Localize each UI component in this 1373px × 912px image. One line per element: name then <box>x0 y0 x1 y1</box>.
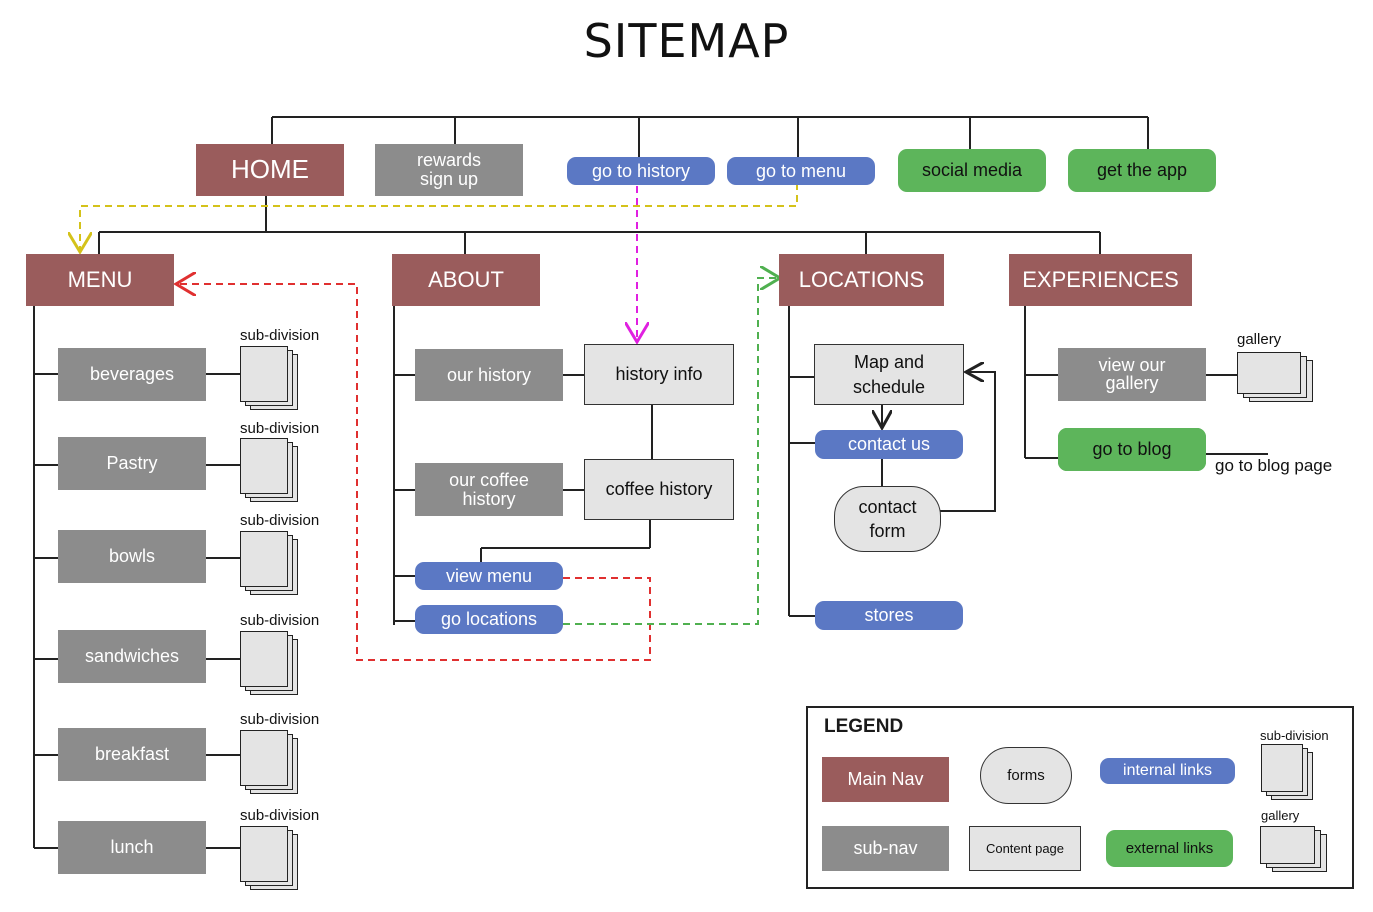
go-to-history-link[interactable]: go to history <box>567 157 715 185</box>
subdivision-icon <box>240 631 300 695</box>
legend-subdivision-label: sub-division <box>1260 728 1329 743</box>
coffee-history-page[interactable]: coffee history <box>584 459 734 520</box>
subdivision-label: sub-division <box>240 512 320 529</box>
subdivision-icon <box>240 346 300 410</box>
subdivision-label: sub-division <box>240 420 320 437</box>
gallery-icon <box>1237 352 1317 402</box>
legend-external-links: external links <box>1106 830 1233 867</box>
go-to-blog-link[interactable]: go to blog <box>1058 428 1206 471</box>
subdivision-icon <box>240 730 300 794</box>
contact-us-link[interactable]: contact us <box>815 430 963 459</box>
view-gallery-node[interactable]: view our gallery <box>1058 348 1206 401</box>
subdivision-label: sub-division <box>240 612 320 629</box>
view-menu-link[interactable]: view menu <box>415 562 563 590</box>
go-to-menu-link[interactable]: go to menu <box>727 157 875 185</box>
our-history-node[interactable]: our history <box>415 349 563 401</box>
legend-forms: forms <box>980 747 1072 804</box>
menu-item-lunch[interactable]: lunch <box>58 821 206 874</box>
legend-gallery-icon <box>1260 826 1340 876</box>
about-nav-node[interactable]: ABOUT <box>392 254 540 306</box>
go-locations-link[interactable]: go locations <box>415 605 563 634</box>
menu-item-pastry[interactable]: Pastry <box>58 437 206 490</box>
subdivision-label: sub-division <box>240 327 320 344</box>
contact-form[interactable]: contact form <box>834 486 941 552</box>
legend-content-page: Content page <box>969 826 1081 871</box>
page-title: SITEMAP <box>583 14 790 68</box>
subdivision-label: sub-division <box>240 711 320 728</box>
subdivision-icon <box>240 826 300 890</box>
legend-subdivision-icon <box>1261 744 1321 806</box>
subdivision-label: sub-division <box>240 807 320 824</box>
map-schedule-page[interactable]: Map and schedule <box>814 344 964 405</box>
rewards-signup-node[interactable]: rewards sign up <box>375 144 523 196</box>
menu-item-bowls[interactable]: bowls <box>58 530 206 583</box>
experiences-nav-node[interactable]: EXPERIENCES <box>1009 254 1192 306</box>
legend-internal-links: internal links <box>1100 758 1235 784</box>
menu-nav-node[interactable]: MENU <box>26 254 174 306</box>
history-info-page[interactable]: history info <box>584 344 734 405</box>
legend-title: LEGEND <box>824 716 904 737</box>
menu-item-breakfast[interactable]: breakfast <box>58 728 206 781</box>
our-coffee-history-node[interactable]: our coffee history <box>415 463 563 516</box>
social-media-link[interactable]: social media <box>898 149 1046 192</box>
gallery-label: gallery <box>1237 331 1282 348</box>
get-the-app-link[interactable]: get the app <box>1068 149 1216 192</box>
legend-gallery-label: gallery <box>1261 808 1300 823</box>
menu-item-sandwiches[interactable]: sandwiches <box>58 630 206 683</box>
legend-box <box>806 706 1354 889</box>
home-node[interactable]: HOME <box>196 144 344 196</box>
legend-sub-nav: sub-nav <box>822 826 949 871</box>
blog-page-label: go to blog page <box>1215 456 1333 475</box>
stores-link[interactable]: stores <box>815 601 963 630</box>
subdivision-icon <box>240 531 300 595</box>
legend-main-nav: Main Nav <box>822 757 949 802</box>
menu-item-beverages[interactable]: beverages <box>58 348 206 401</box>
subdivision-icon <box>240 438 300 502</box>
locations-nav-node[interactable]: LOCATIONS <box>779 254 944 306</box>
